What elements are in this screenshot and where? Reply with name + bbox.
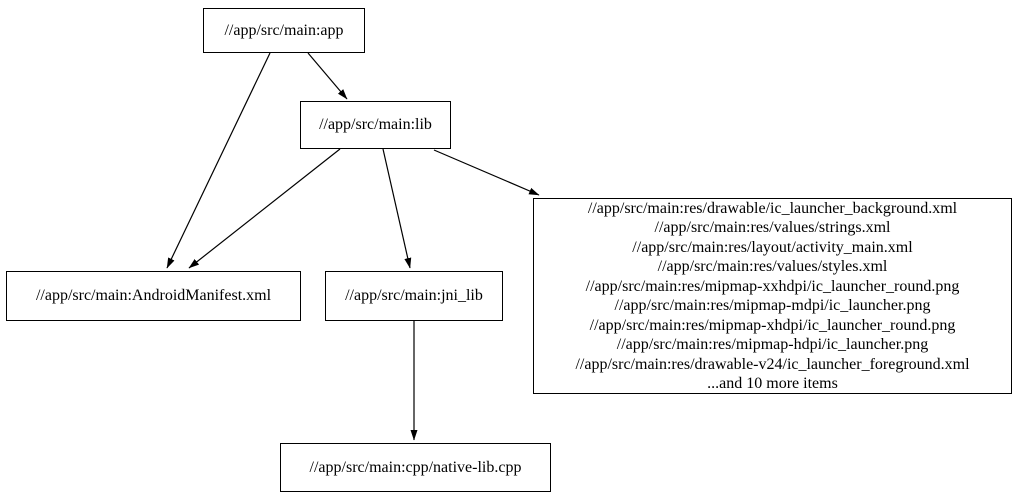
node-jni-lib: //app/src/main:jni_lib — [325, 271, 503, 321]
res-item-line: //app/src/main:res/drawable/ic_launcher_… — [587, 199, 958, 217]
node-native-lib-cpp-label: //app/src/main:cpp/native-lib.cpp — [309, 458, 522, 476]
res-item-line: //app/src/main:res/values/strings.xml — [654, 219, 891, 236]
res-item-line: //app/src/main:res/mipmap-xhdpi/ic_launc… — [589, 316, 956, 334]
node-native-lib-cpp: //app/src/main:cpp/native-lib.cpp — [280, 443, 551, 492]
res-more-items-line: ...and 10 more items — [707, 375, 838, 392]
node-jni-lib-label: //app/src/main:jni_lib — [345, 287, 483, 304]
node-androidmanifest: //app/src/main:AndroidManifest.xml — [6, 271, 301, 321]
edge-lib-to-res-group — [433, 149, 540, 196]
node-lib: //app/src/main:lib — [300, 101, 451, 149]
node-res-group: //app/src/main:res/drawable/ic_launcher_… — [533, 198, 1012, 394]
edge-app-to-lib — [307, 52, 348, 100]
node-app-label: //app/src/main:app — [224, 21, 344, 39]
res-item-line: //app/src/main:res/values/styles.xml — [657, 258, 888, 275]
edge-app-to-androidmanifest — [166, 52, 271, 269]
res-item-line: //app/src/main:res/layout/activity_main.… — [632, 238, 913, 256]
node-androidmanifest-label: //app/src/main:AndroidManifest.xml — [35, 287, 272, 304]
node-app: //app/src/main:app — [203, 8, 365, 53]
res-item-line: //app/src/main:res/drawable-v24/ic_launc… — [575, 355, 970, 373]
edge-lib-to-androidmanifest — [188, 148, 341, 269]
res-item-line: //app/src/main:res/mipmap-mdpi/ic_launch… — [614, 297, 931, 314]
res-item-line: //app/src/main:res/mipmap-xxhdpi/ic_laun… — [585, 277, 960, 295]
edge-lib-to-jni-lib — [382, 148, 412, 269]
res-item-line: //app/src/main:res/mipmap-hdpi/ic_launch… — [616, 336, 929, 353]
node-lib-label: //app/src/main:lib — [319, 116, 432, 133]
